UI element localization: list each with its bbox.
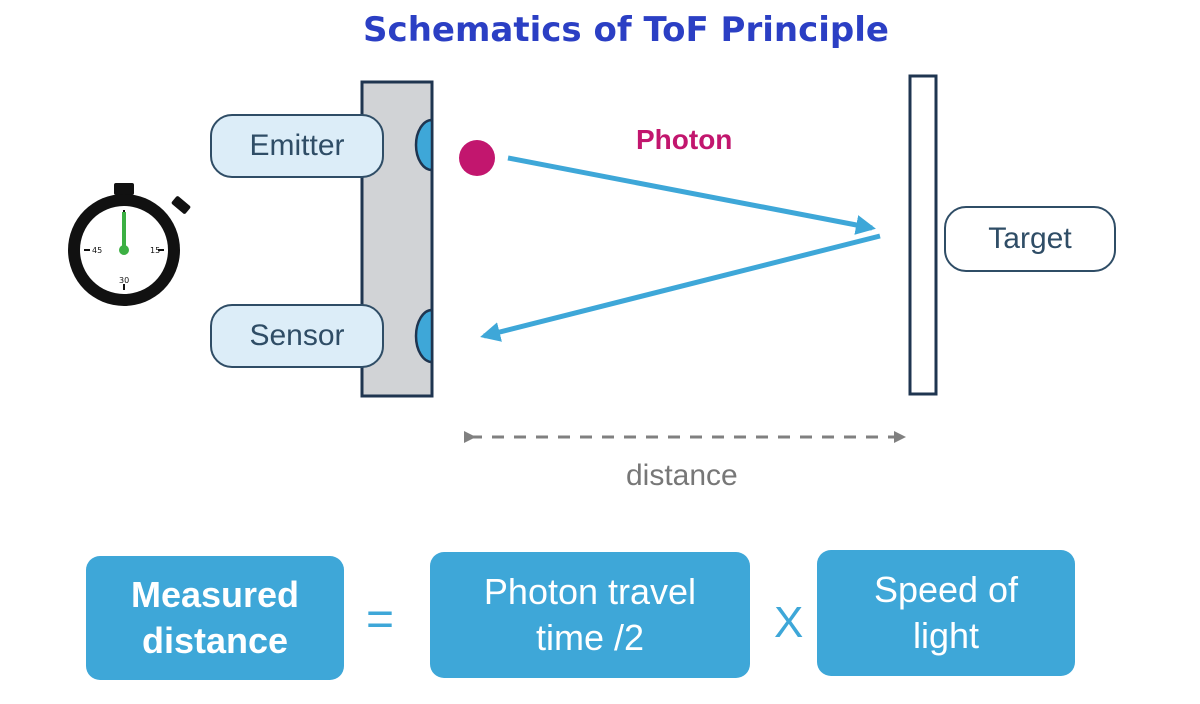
- speed-line1: Speed of: [873, 569, 1019, 610]
- stopwatch-tick-15: 15: [150, 246, 160, 255]
- measured-distance-box: Measured distance: [86, 556, 344, 680]
- speed-line2: light: [912, 615, 980, 656]
- measured-line1: Measured: [130, 574, 300, 615]
- times-sign: X: [774, 598, 804, 647]
- target-label: Target: [944, 206, 1116, 272]
- emitter-lens: [414, 118, 434, 172]
- target-plate: [908, 74, 938, 396]
- travel-line2: time /2: [535, 617, 645, 658]
- emitter-label: Emitter: [210, 114, 384, 178]
- sensor-label: Sensor: [210, 304, 384, 368]
- sensor-lens: [414, 308, 434, 364]
- travel-line1: Photon travel: [483, 571, 697, 612]
- stopwatch-tick-45: 45: [92, 246, 102, 255]
- outgoing-beam: [507, 155, 876, 235]
- returning-beam: [480, 233, 881, 342]
- photon-label: Photon: [636, 124, 733, 155]
- speed-of-light-box: Speed of light: [817, 550, 1075, 676]
- travel-time-box: Photon travel time /2: [430, 552, 750, 678]
- measured-line2: distance: [141, 620, 289, 661]
- diagram-title: Schematics of ToF Principle: [363, 10, 889, 50]
- photon-dot: [459, 140, 495, 176]
- stopwatch-icon: 45 15 30: [68, 183, 191, 306]
- equals-sign: =: [366, 593, 395, 646]
- distance-label: distance: [626, 459, 738, 492]
- stopwatch-tick-30: 30: [119, 276, 129, 285]
